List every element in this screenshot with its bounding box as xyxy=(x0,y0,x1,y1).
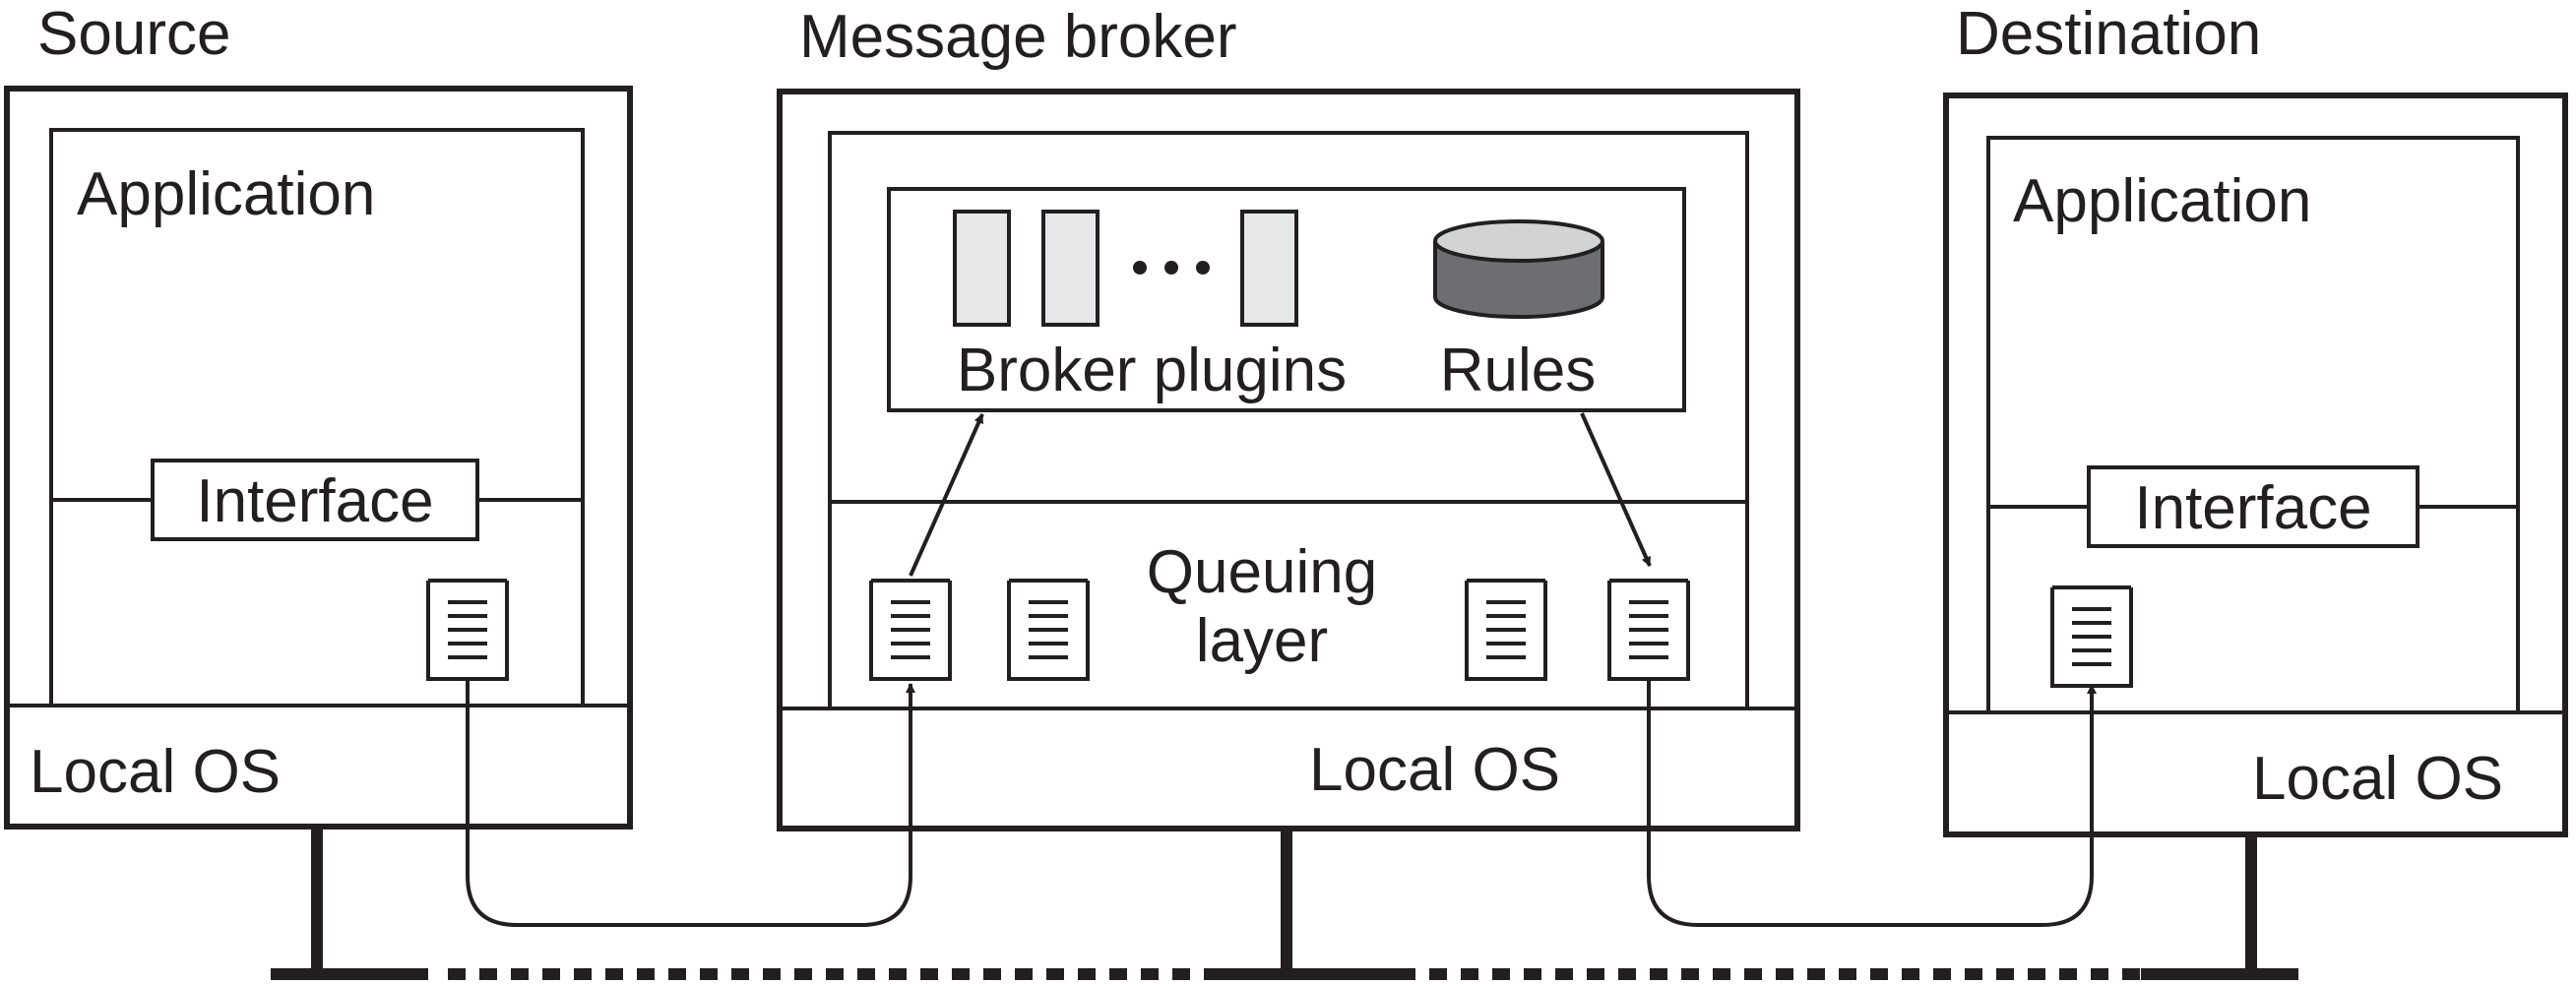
source-title: Source xyxy=(37,0,230,68)
broker-to-destination-arrow xyxy=(1647,679,2097,927)
broker-plugins-label: Broker plugins xyxy=(957,337,1347,404)
queue-to-plugins-arrow xyxy=(909,413,984,577)
ellipsis-icon xyxy=(1133,261,1210,275)
network xyxy=(271,827,2298,980)
queuing-layer-label-line1: Queuing xyxy=(1147,538,1377,606)
broker-machine: Message broker Broker plugins Rules Queu… xyxy=(777,3,1800,831)
destination-machine: Destination Application Interface Local … xyxy=(1943,0,2568,837)
broker-title: Message broker xyxy=(799,3,1237,71)
rules-label: Rules xyxy=(1440,337,1597,404)
source-application-label: Application xyxy=(77,160,375,228)
rules-to-queue-arrow xyxy=(1580,412,1652,567)
broker-plugin-icon xyxy=(953,210,1011,327)
source-machine: Source Application Interface Local OS xyxy=(4,0,633,830)
source-to-broker-arrow xyxy=(466,679,915,927)
source-interface-box xyxy=(151,459,479,541)
broker-plugin-icon xyxy=(1041,210,1100,327)
broker-os-label: Local OS xyxy=(1309,736,1560,804)
destination-title: Destination xyxy=(1956,0,2261,68)
destination-application-box xyxy=(1986,136,2520,714)
source-os-label: Local OS xyxy=(30,738,281,806)
source-interface-label: Interface xyxy=(196,467,433,535)
destination-application-label: Application xyxy=(2013,167,2311,235)
destination-os-label: Local OS xyxy=(2252,745,2503,813)
queuing-layer-label-line2: layer xyxy=(1196,607,1328,675)
broker-plugin-icon xyxy=(1240,210,1298,327)
destination-interface-label: Interface xyxy=(2134,474,2371,542)
source-application-box xyxy=(49,128,585,707)
message-flow xyxy=(466,412,2097,927)
rules-database-icon xyxy=(1433,219,1604,319)
destination-interface-box xyxy=(2087,465,2419,548)
